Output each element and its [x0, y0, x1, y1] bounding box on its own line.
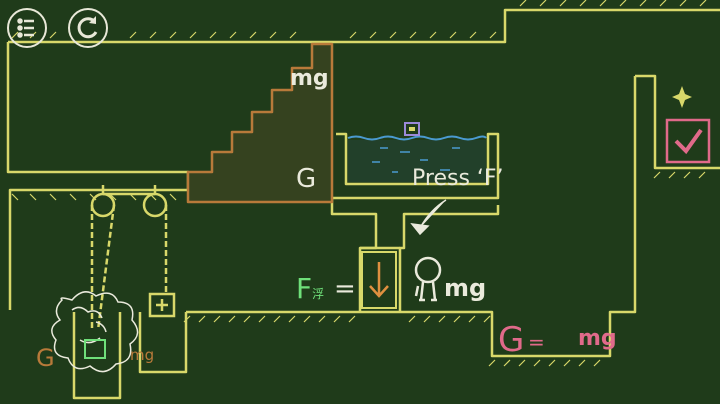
- restart-button[interactable]: [68, 8, 108, 48]
- left-wall: [6, 42, 190, 310]
- top-wall: [8, 8, 720, 44]
- checkbox-checked-icon: [674, 128, 703, 155]
- buoyancy-f: F: [296, 272, 313, 305]
- pulley-system: [90, 185, 176, 331]
- right-ledge: [635, 74, 720, 170]
- list-menu-icon: [17, 18, 34, 38]
- water-ripples: [372, 147, 460, 173]
- staircase-block: [186, 42, 334, 204]
- stairs-gravity-label: G: [296, 164, 317, 194]
- chalk-smoke-cloud: [51, 291, 139, 373]
- floating-box: [404, 122, 420, 136]
- buoyancy-arrow-box: [361, 251, 397, 309]
- player-character: [414, 256, 442, 302]
- left-gravity-label: G: [36, 344, 55, 372]
- water: [348, 140, 486, 182]
- down-arrow-icon: [369, 262, 389, 298]
- goal-weight-label: mg: [578, 326, 617, 351]
- goal-equals: =: [528, 330, 545, 354]
- menu-button[interactable]: [7, 8, 47, 48]
- tank-funnel-left: [330, 205, 378, 312]
- water-surface: [347, 135, 487, 141]
- floor-hatching: [11, 0, 707, 367]
- goal-gravity-label: G: [498, 320, 525, 360]
- sparkle-icon: [672, 86, 692, 108]
- goal-checkbox: [665, 118, 711, 164]
- floor-right: [186, 76, 637, 358]
- left-target-box: [84, 339, 106, 359]
- hint-text: Press ‘F’: [412, 166, 504, 191]
- stairs-weight-label: mg: [290, 66, 329, 91]
- buoyancy-equals: =: [334, 274, 356, 304]
- left-shaft: [72, 312, 122, 400]
- buoyancy-subscript: 浮: [312, 287, 325, 301]
- level-walls: [6, 8, 720, 400]
- player-weight-label: mg: [444, 274, 487, 302]
- restart-icon: [77, 16, 98, 39]
- tank-funnel-right: [398, 205, 500, 312]
- left-weight-label: mg: [130, 346, 155, 364]
- water-tank: [330, 132, 500, 205]
- buoyancy-symbol: F浮: [296, 272, 324, 305]
- hint-arrow-icon: [410, 199, 447, 236]
- left-step: [138, 312, 188, 374]
